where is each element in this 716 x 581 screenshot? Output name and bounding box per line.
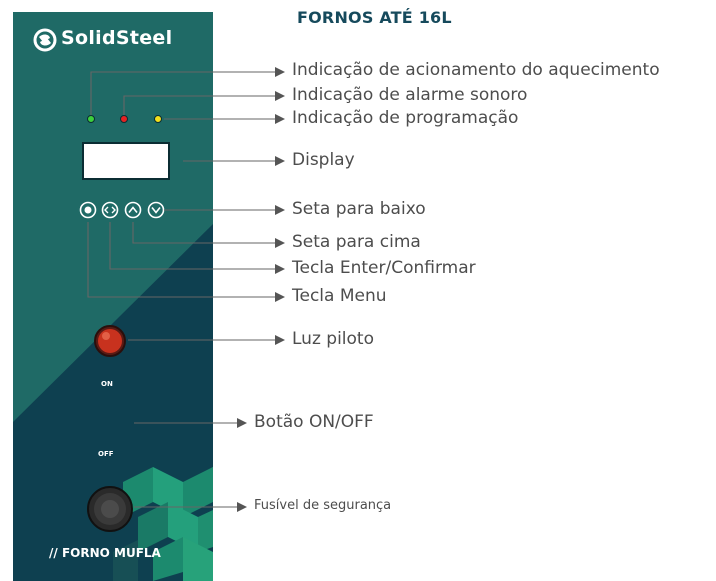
callout-programming: Indicação de programação [292, 108, 519, 128]
panel-controls [79, 115, 170, 532]
up-arrow-button[interactable] [124, 201, 142, 219]
page-title: FORNOS ATÉ 16L [297, 8, 452, 27]
callout-menu: Tecla Menu [292, 286, 387, 306]
callout-alarm: Indicação de alarme sonoro [292, 85, 528, 105]
brand-logo-icon [33, 28, 57, 52]
enter-button[interactable] [101, 201, 119, 219]
down-arrow-button[interactable] [147, 201, 165, 219]
alarm-led [120, 115, 128, 123]
callout-display: Display [292, 150, 355, 170]
callout-down-arrow: Seta para baixo [292, 199, 426, 219]
safety-fuse[interactable] [87, 486, 133, 532]
pilot-light [94, 325, 126, 357]
callout-fuse: Fusível de segurança [254, 498, 392, 513]
programming-led [154, 115, 162, 123]
callout-enter: Tecla Enter/Confirmar [292, 258, 476, 278]
callout-pilot-light: Luz piloto [292, 329, 374, 349]
off-label: OFF [98, 450, 114, 458]
on-label: ON [101, 380, 113, 388]
model-label: // FORNO MUFLA [49, 546, 161, 560]
callout-heating: Indicação de acionamento do aquecimento [292, 60, 660, 80]
display-screen [82, 142, 170, 180]
callout-up-arrow: Seta para cima [292, 232, 421, 252]
brand-logo: SolidSteel [61, 27, 173, 49]
menu-button[interactable] [79, 201, 97, 219]
heating-led [87, 115, 95, 123]
callout-on-off: Botão ON/OFF [254, 412, 374, 432]
